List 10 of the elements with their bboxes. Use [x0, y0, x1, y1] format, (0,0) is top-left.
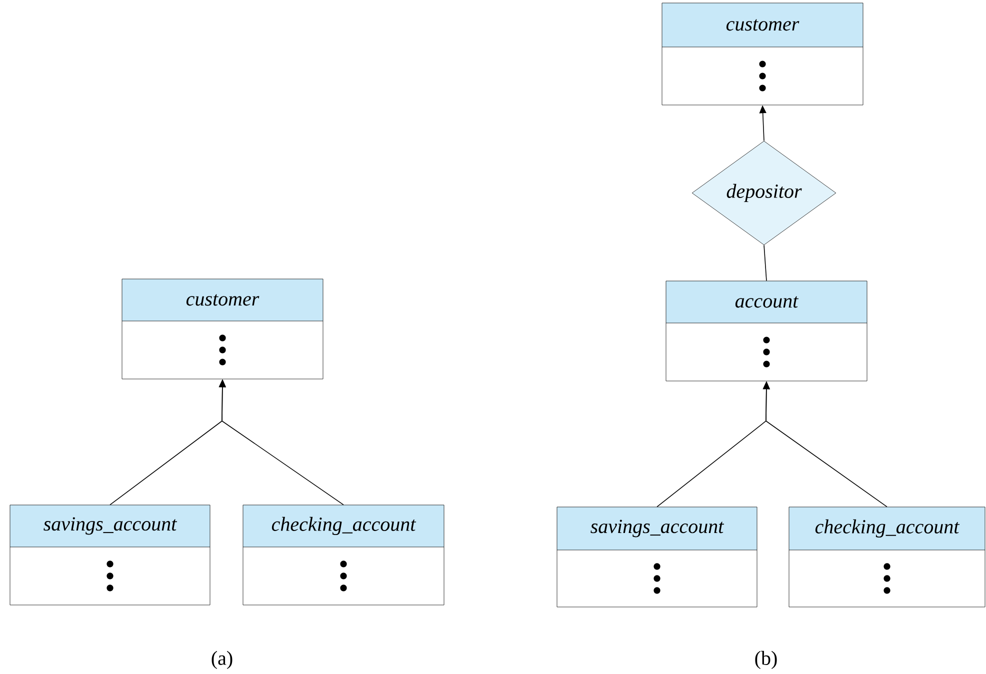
panel-label: (a) — [212, 650, 232, 670]
entity-box: savings_account — [10, 504, 210, 606]
entity-box: savings_account — [556, 506, 758, 608]
panel-label: (b) — [755, 650, 777, 670]
entity-box: customer — [122, 278, 324, 380]
connector — [764, 244, 767, 282]
entity-box: checking_account — [242, 504, 444, 606]
entity-box: customer — [662, 2, 864, 106]
entity-box: checking_account — [788, 506, 986, 608]
entity-box: account — [666, 280, 868, 382]
